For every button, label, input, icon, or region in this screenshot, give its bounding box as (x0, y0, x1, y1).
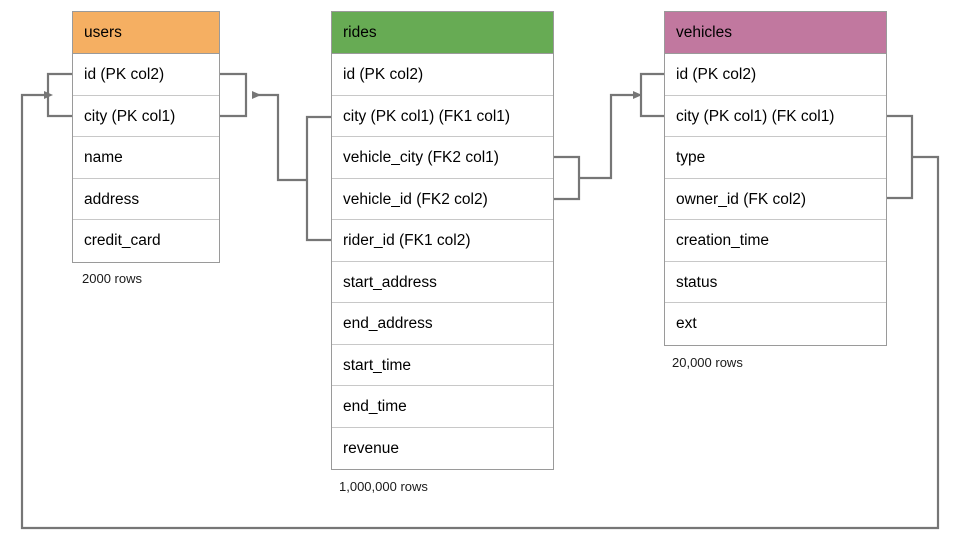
field-users-credit-card[interactable]: credit_card (73, 220, 219, 262)
field-rides-city[interactable]: city (PK col1) (FK1 col1) (332, 95, 553, 137)
connector-rides-fk2-to-vehicles (579, 91, 642, 180)
field-rides-start-time[interactable]: start_time (332, 344, 553, 386)
field-users-address[interactable]: address (73, 178, 219, 220)
rowcount-vehicles: 20,000 rows (672, 355, 743, 370)
entity-rides[interactable]: rides id (PK col2) city (PK col1) (FK1 c… (331, 11, 554, 470)
field-rides-revenue[interactable]: revenue (332, 427, 553, 469)
connector-vehicles-fk-bracket (887, 114, 914, 200)
field-vehicles-owner-id[interactable]: owner_id (FK col2) (665, 178, 886, 220)
field-rides-vehicle-id[interactable]: vehicle_id (FK2 col2) (332, 178, 553, 220)
field-vehicles-creation-time[interactable]: creation_time (665, 220, 886, 262)
field-rides-vehicle-city[interactable]: vehicle_city (FK2 col1) (332, 137, 553, 179)
connector-rides-fk1-bracket (305, 115, 331, 242)
connector-users-right-bracket (220, 72, 248, 118)
connector-rides-fk2-bracket (554, 155, 581, 201)
rowcount-users: 2000 rows (82, 271, 142, 286)
field-rides-end-time[interactable]: end_time (332, 386, 553, 428)
field-rides-start-address[interactable]: start_address (332, 261, 553, 303)
connector-rides-fk1-to-users (252, 91, 307, 182)
rowcount-rides: 1,000,000 rows (339, 479, 428, 494)
field-users-name[interactable]: name (73, 137, 219, 179)
entity-vehicles[interactable]: vehicles id (PK col2) city (PK col1) (FK… (664, 11, 887, 346)
field-rides-rider-id[interactable]: rider_id (FK1 col2) (332, 220, 553, 262)
entity-users-title: users (73, 12, 219, 54)
field-vehicles-status[interactable]: status (665, 261, 886, 303)
field-users-city[interactable]: city (PK col1) (73, 95, 219, 137)
field-vehicles-city[interactable]: city (PK col1) (FK col1) (665, 95, 886, 137)
field-rides-end-address[interactable]: end_address (332, 303, 553, 345)
field-vehicles-id[interactable]: id (PK col2) (665, 54, 886, 96)
connector-users-left-bracket (46, 72, 72, 118)
connector-vehicles-left-bracket (639, 72, 664, 118)
field-vehicles-ext[interactable]: ext (665, 303, 886, 345)
entity-vehicles-title: vehicles (665, 12, 886, 54)
field-rides-id[interactable]: id (PK col2) (332, 54, 553, 96)
field-vehicles-type[interactable]: type (665, 137, 886, 179)
field-users-id[interactable]: id (PK col2) (73, 54, 219, 96)
entity-rides-title: rides (332, 12, 553, 54)
entity-users[interactable]: users id (PK col2) city (PK col1) name a… (72, 11, 220, 263)
